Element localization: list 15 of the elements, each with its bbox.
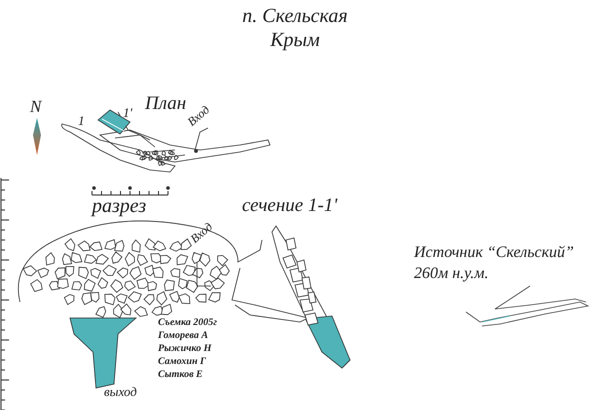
spring-name: Источник “Скельский” <box>414 245 574 261</box>
surveyor-name: Сытков Е <box>158 370 203 380</box>
surveyor-name: Самохин Г <box>158 357 206 367</box>
exit-label: выход <box>104 385 137 398</box>
north-label: N <box>30 98 42 115</box>
survey-note: Съемка 2005г <box>158 318 217 328</box>
altitude-label: 260м н.у.м. <box>414 266 488 282</box>
section-mark: 1' <box>123 106 132 119</box>
section-mark: 1 <box>78 114 84 127</box>
surveyor-name: Рыжичко Н <box>158 344 212 354</box>
cross-section-heading: сечение 1-1' <box>242 196 338 215</box>
profile-heading: разрез <box>92 196 146 216</box>
map-title: п. Скельская Крым <box>241 4 349 52</box>
plan-heading: План <box>145 94 186 113</box>
surveyor-name: Гоморева А <box>158 331 208 341</box>
